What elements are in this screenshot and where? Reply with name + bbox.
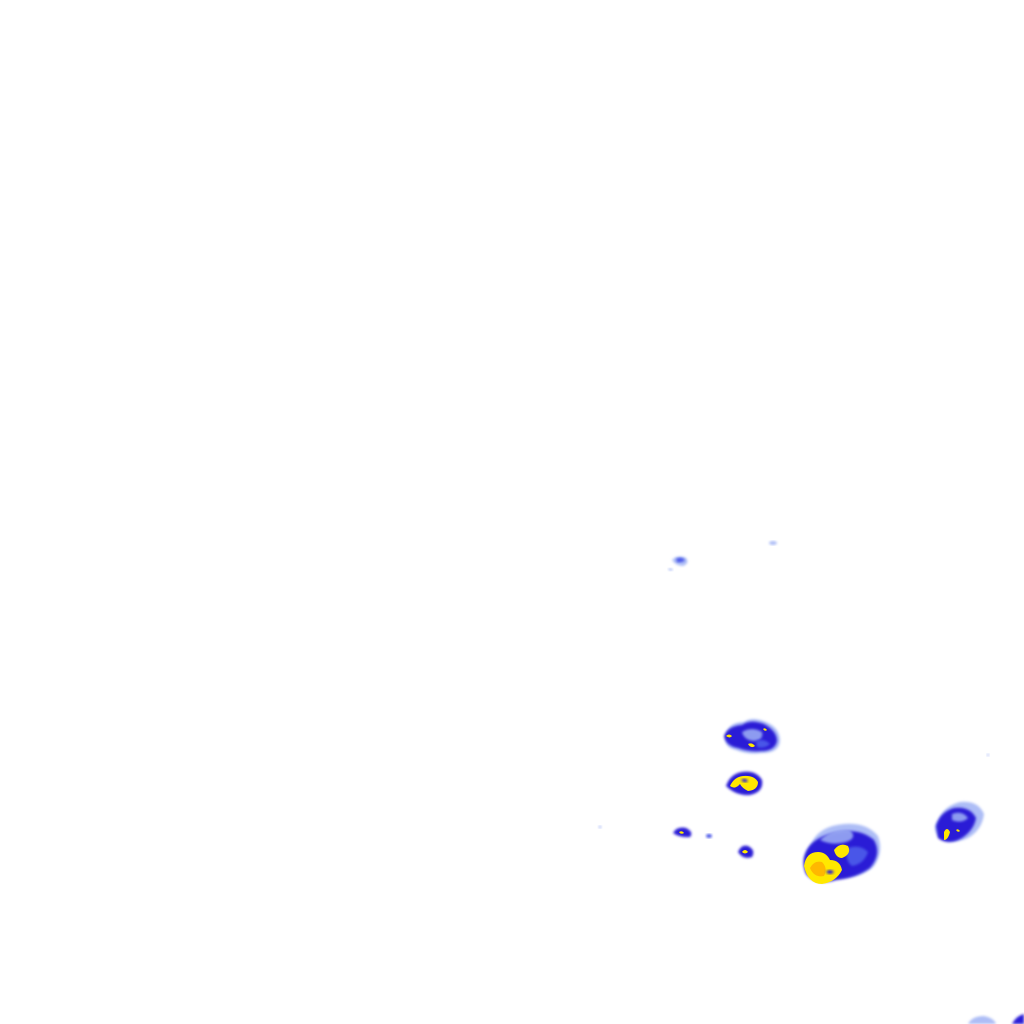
radar-cell-a [724, 719, 780, 754]
radar-cell-edge [968, 1014, 1024, 1024]
radar-cell-d [738, 845, 754, 858]
radar-cell-c [673, 827, 712, 838]
radar-cell-e [803, 823, 881, 884]
radar-cell-b [726, 771, 763, 796]
radar-cell-f [935, 801, 984, 842]
radar-cell-speck-north [598, 541, 990, 829]
